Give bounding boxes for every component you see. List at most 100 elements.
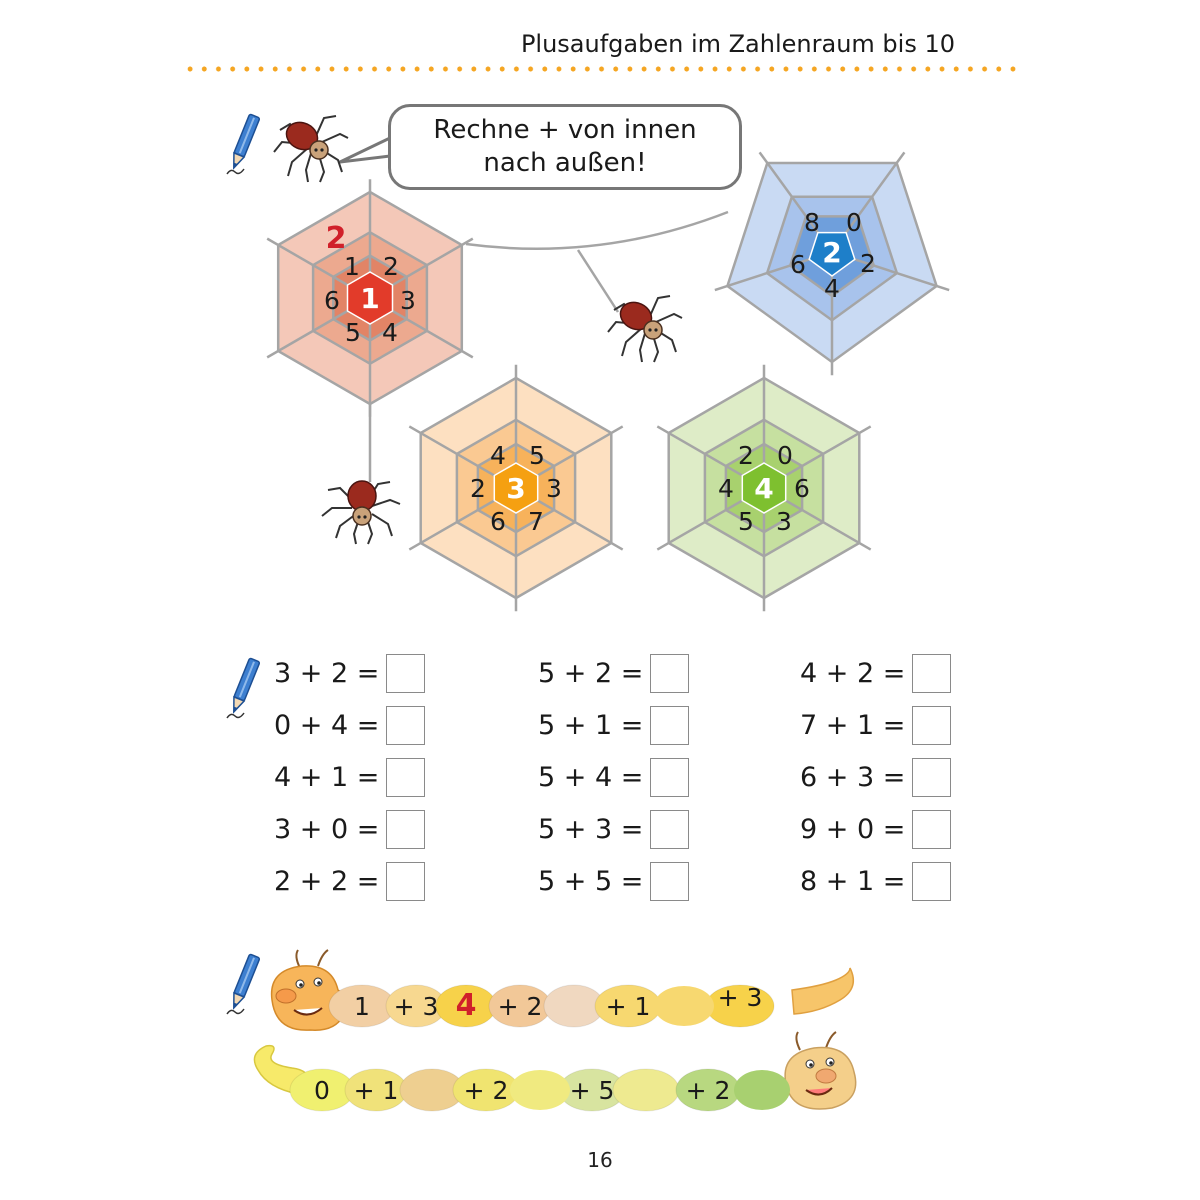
speech-bubble: Rechne + von innen nach außen! bbox=[388, 104, 742, 190]
web-number: 4 bbox=[490, 441, 506, 470]
worm-head-2 bbox=[784, 1031, 857, 1110]
answer-box[interactable] bbox=[386, 653, 425, 693]
equation-row: 3 + 0 = bbox=[274, 808, 425, 850]
answer-box[interactable] bbox=[650, 705, 689, 745]
web-number: 0 bbox=[777, 441, 793, 470]
answer-box[interactable] bbox=[650, 809, 689, 849]
web-number: 6 bbox=[490, 507, 506, 536]
web-number: 2 bbox=[860, 249, 876, 278]
equation-text: 3 + 2 = bbox=[274, 657, 380, 689]
web-center-number: 3 bbox=[506, 472, 525, 505]
worm-tail-1 bbox=[791, 967, 855, 1015]
equation-row: 4 + 1 = bbox=[274, 756, 425, 798]
answer-box[interactable] bbox=[912, 705, 951, 745]
web-number: 5 bbox=[738, 507, 754, 536]
equation-row: 5 + 3 = bbox=[538, 808, 689, 850]
equation-text: 0 + 4 = bbox=[274, 709, 380, 741]
web-center-number: 4 bbox=[754, 472, 773, 505]
page-number: 16 bbox=[587, 1148, 613, 1172]
answer-box[interactable] bbox=[912, 757, 951, 797]
equation-row: 9 + 0 = bbox=[800, 808, 951, 850]
equation-text: 5 + 3 = bbox=[538, 813, 644, 845]
equation-row: 4 + 2 = bbox=[800, 652, 951, 694]
worm-segment bbox=[734, 1070, 790, 1110]
equation-text: 2 + 2 = bbox=[274, 865, 380, 897]
answer-box[interactable] bbox=[912, 861, 951, 901]
web-center-number: 2 bbox=[822, 236, 841, 269]
equation-row: 5 + 5 = bbox=[538, 860, 689, 902]
web-center-number: 1 bbox=[360, 282, 379, 315]
equation-text: 3 + 0 = bbox=[274, 813, 380, 845]
web-center bbox=[493, 462, 539, 514]
worm-example-answer: 4 bbox=[456, 988, 477, 1023]
worm-label: + 2 bbox=[498, 992, 543, 1021]
answer-box[interactable] bbox=[386, 809, 425, 849]
web-number: 3 bbox=[400, 286, 416, 315]
web-number: 0 bbox=[846, 208, 862, 237]
instruction-line-1: Rechne + von innen bbox=[433, 115, 697, 145]
web-number: 4 bbox=[718, 474, 734, 503]
pencil-icon bbox=[226, 657, 261, 719]
answer-box[interactable] bbox=[650, 653, 689, 693]
worm-label: 0 bbox=[314, 1076, 330, 1105]
instruction-line-2: nach außen! bbox=[483, 148, 647, 178]
web-number: 2 bbox=[738, 441, 754, 470]
answer-box[interactable] bbox=[650, 861, 689, 901]
equation-text: 5 + 4 = bbox=[538, 761, 644, 793]
web-number: 2 bbox=[383, 252, 399, 281]
equation-row: 8 + 1 = bbox=[800, 860, 951, 902]
equation-text: 9 + 0 = bbox=[800, 813, 906, 845]
web-number: 4 bbox=[382, 318, 398, 347]
web-number: 3 bbox=[776, 507, 792, 536]
web-center bbox=[741, 462, 787, 514]
pencil-icon bbox=[226, 113, 261, 175]
equation-text: 4 + 2 = bbox=[800, 657, 906, 689]
worm-label: + 3 bbox=[718, 983, 763, 1012]
answer-box[interactable] bbox=[650, 757, 689, 797]
web-number: 4 bbox=[824, 274, 840, 303]
worm-label: + 3 bbox=[394, 992, 439, 1021]
equation-text: 6 + 3 = bbox=[800, 761, 906, 793]
worm-1-segments: 1 + 3 4 + 2 + 1 + 3 bbox=[328, 983, 775, 1028]
equation-text: 8 + 1 = bbox=[800, 865, 906, 897]
worm-segment bbox=[654, 986, 714, 1026]
worm-label: + 1 bbox=[354, 1076, 399, 1105]
equation-row: 0 + 4 = bbox=[274, 704, 425, 746]
web-number: 1 bbox=[344, 252, 360, 281]
equation-text: 5 + 5 = bbox=[538, 865, 644, 897]
web-number: 8 bbox=[804, 208, 820, 237]
answer-box[interactable] bbox=[912, 809, 951, 849]
answer-box[interactable] bbox=[386, 861, 425, 901]
worm-segment bbox=[510, 1070, 570, 1110]
web-number: 5 bbox=[529, 441, 545, 470]
equation-row: 2 + 2 = bbox=[274, 860, 425, 902]
equation-text: 4 + 1 = bbox=[274, 761, 380, 793]
web-number: 5 bbox=[345, 318, 361, 347]
answer-box[interactable] bbox=[386, 705, 425, 745]
equation-row: 5 + 2 = bbox=[538, 652, 689, 694]
pencil-icon bbox=[226, 953, 261, 1015]
answer-box[interactable] bbox=[912, 653, 951, 693]
worm-label: + 5 bbox=[570, 1076, 615, 1105]
web-number: 6 bbox=[794, 474, 810, 503]
equation-row: 5 + 4 = bbox=[538, 756, 689, 798]
worm-label: 1 bbox=[354, 992, 370, 1021]
worm-2-segments: 0+ 1+ 2+ 5+ 2 bbox=[289, 1068, 790, 1112]
equation-text: 7 + 1 = bbox=[800, 709, 906, 741]
web-thread bbox=[465, 210, 729, 250]
web-number: 6 bbox=[790, 250, 806, 279]
answer-box[interactable] bbox=[386, 757, 425, 797]
web-center bbox=[808, 231, 856, 277]
web-number: 2 bbox=[470, 474, 486, 503]
spider-thread bbox=[576, 249, 620, 313]
worm-label: + 1 bbox=[606, 992, 651, 1021]
equation-text: 5 + 2 = bbox=[538, 657, 644, 689]
web-center bbox=[346, 271, 394, 325]
web-example-answer: 2 bbox=[326, 221, 347, 256]
